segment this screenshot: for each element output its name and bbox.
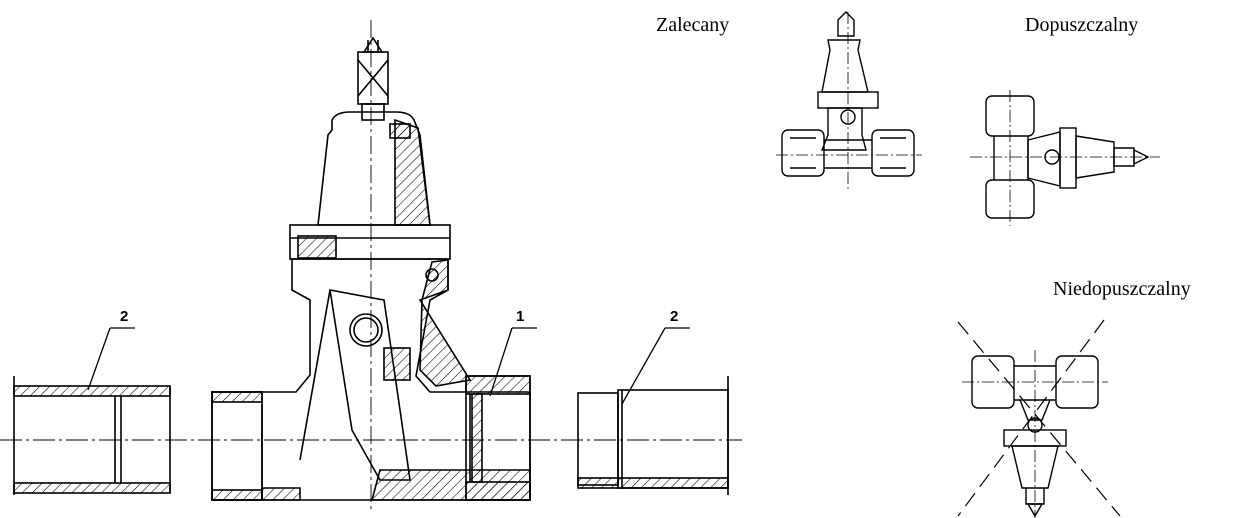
pipe-left	[13, 376, 171, 495]
callout-number-pipe-left: 2	[120, 308, 129, 325]
callout-leader-valve	[489, 327, 537, 397]
callout-leader-left	[87, 327, 135, 391]
callout-leader-right	[621, 327, 690, 405]
label-permissible: Dopuszczalny	[1025, 14, 1139, 36]
pipe-right	[577, 376, 729, 495]
label-recommended: Zalecany	[656, 14, 730, 36]
callout-number-valve: 1	[516, 308, 525, 325]
label-not-permissible: Niedopuszczalny	[1053, 278, 1191, 300]
callout-number-pipe-right: 2	[670, 308, 679, 325]
main-valve	[211, 36, 531, 501]
not-permissible-cross	[957, 319, 1121, 517]
